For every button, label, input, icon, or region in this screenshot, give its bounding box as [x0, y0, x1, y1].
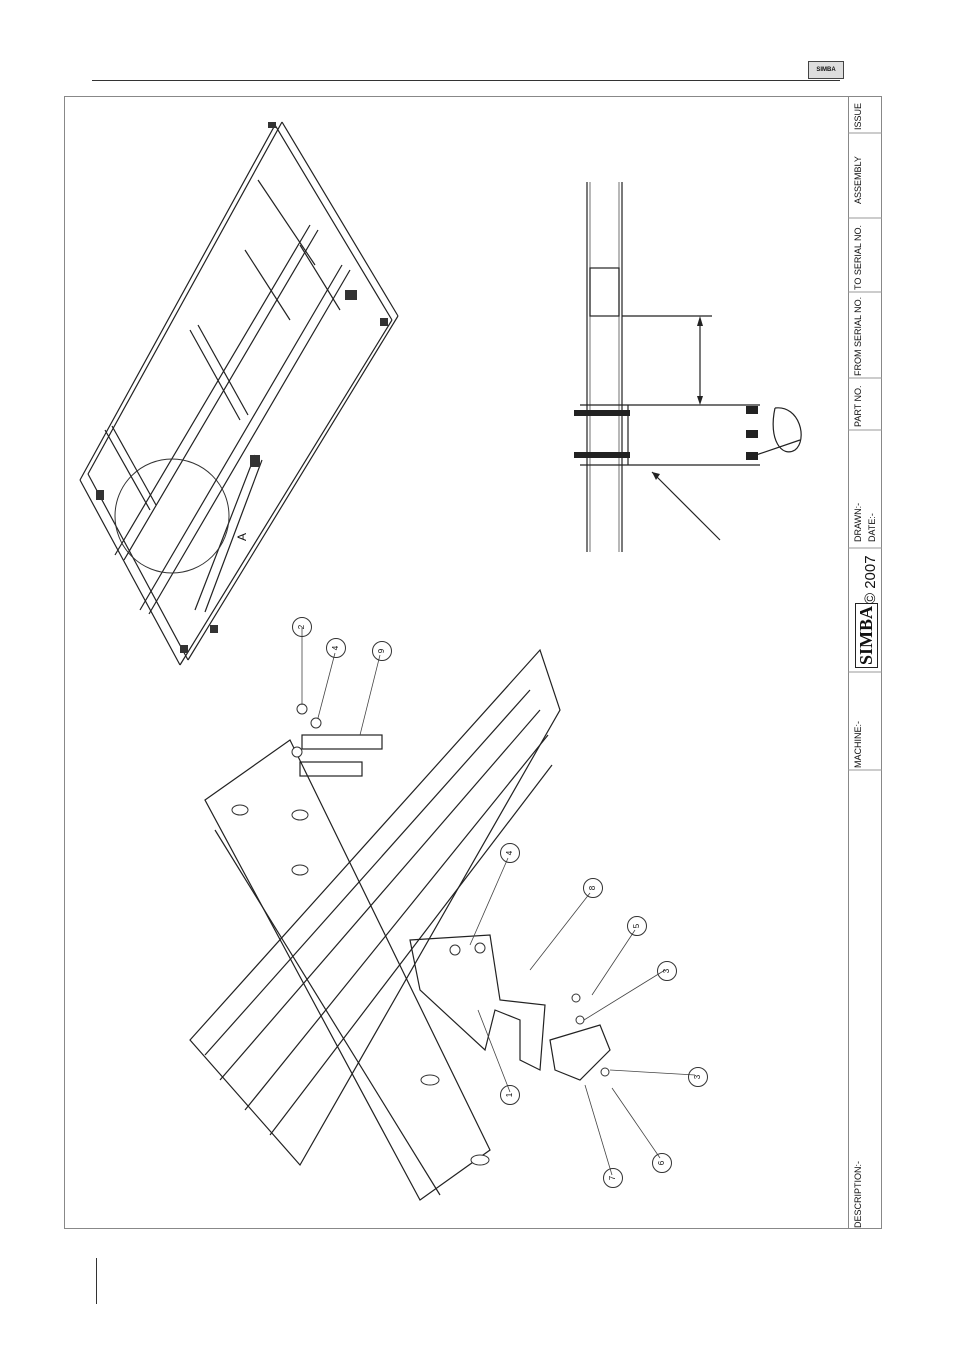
callout-4-bottom: 4	[500, 843, 520, 863]
callout-6: 6	[652, 1153, 672, 1173]
callout-3-top: 3	[657, 961, 677, 981]
callout-9: 9	[372, 641, 392, 661]
callout-3-bottom: 3	[688, 1067, 708, 1087]
callout-7: 7	[603, 1168, 623, 1188]
footer-rule	[96, 1258, 97, 1304]
callout-5: 5	[627, 916, 647, 936]
callout-4-top: 4	[326, 638, 346, 658]
callout-8: 8	[583, 878, 603, 898]
callout-1: 1	[500, 1085, 520, 1105]
callout-2: 2	[292, 617, 312, 637]
